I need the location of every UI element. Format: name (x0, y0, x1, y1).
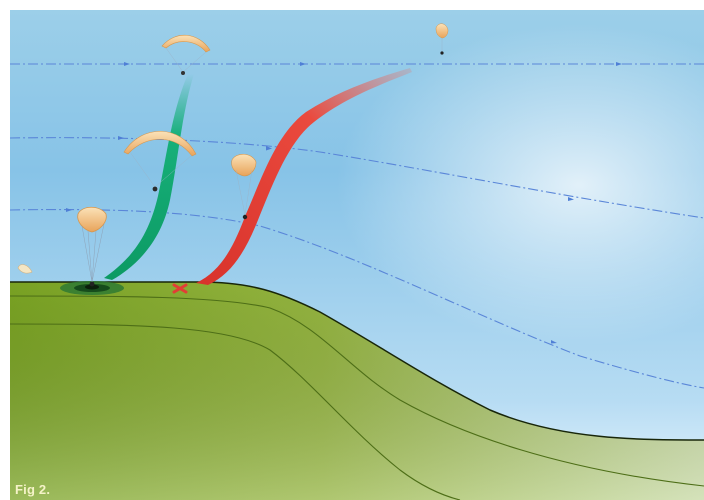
frame-left (0, 0, 10, 500)
frame-top (0, 0, 704, 10)
figure-caption: Fig 2. (15, 482, 50, 497)
